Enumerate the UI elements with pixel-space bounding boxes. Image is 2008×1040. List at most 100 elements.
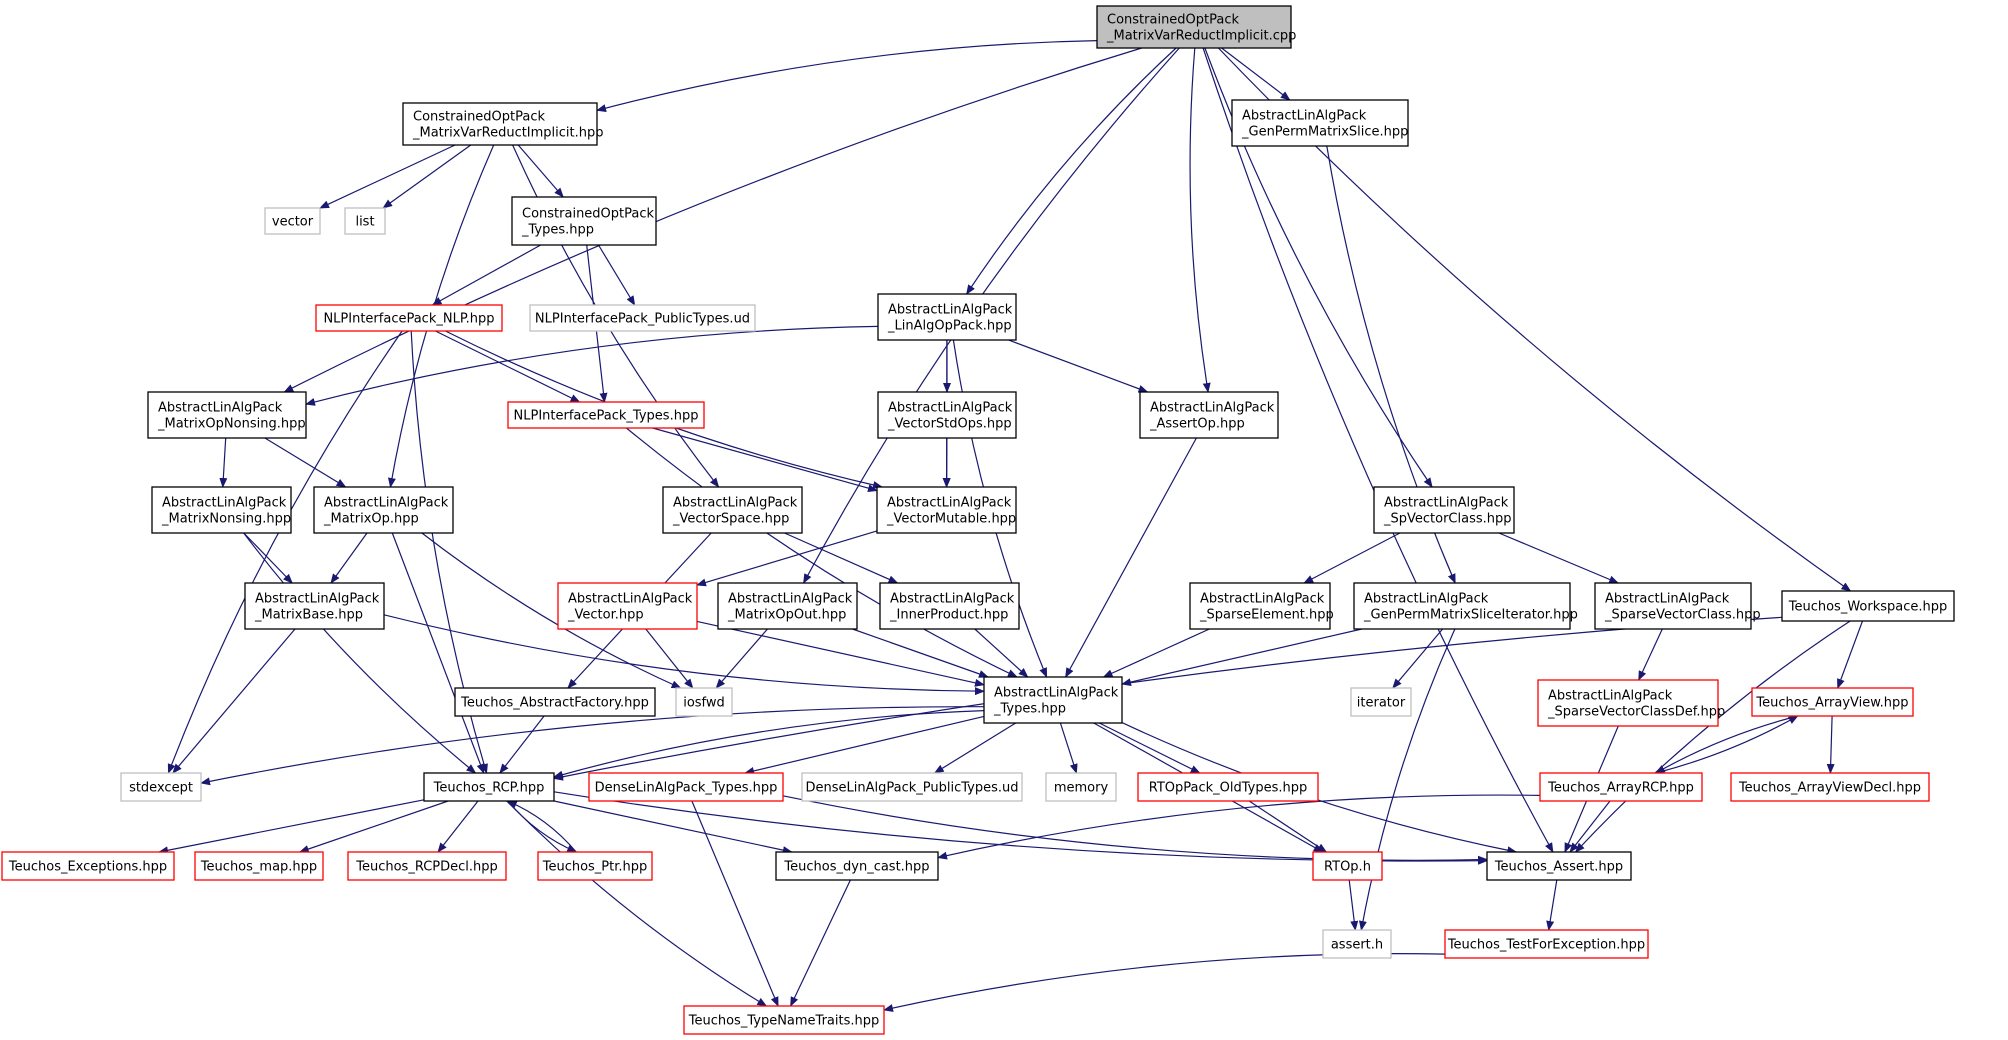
edge-root-to-teuchos_assert: [1202, 47, 1554, 853]
edge-nlp_nlp-to-nlp_types: [435, 330, 581, 403]
node-nlp_types[interactable]: NLPInterfacePack_Types.hpp: [507, 401, 705, 429]
node-ala_matopnonsing[interactable]: AbstractLinAlgPack_MatrixOpNonsing.hpp: [147, 391, 307, 439]
edge-dense_types-to-teuchos_assert: [782, 795, 1488, 864]
node-label: NLPInterfacePack_Types.hpp: [514, 409, 699, 424]
edge-teuchos_rcp-to-teuchos_assert: [553, 791, 1488, 865]
edge-nlp_nlp-to-stdexcept: [167, 330, 403, 774]
node-teuchos_typenametraits[interactable]: Teuchos_TypeNameTraits.hpp: [683, 1005, 885, 1035]
node-box: [1045, 772, 1117, 802]
node-ala_matbase[interactable]: AbstractLinAlgPack_MatrixBase.hpp: [244, 582, 385, 630]
node-box: [402, 102, 598, 146]
node-teuchos_map[interactable]: Teuchos_map.hpp: [194, 851, 324, 881]
edge-root-to-ala_spvecclass: [1204, 47, 1433, 488]
node-box: [344, 207, 386, 235]
edge-ala_matbase-to-stdexcept: [172, 628, 296, 774]
edge-teuchos_rcp-to-teuchos_dyncast: [553, 800, 793, 855]
node-teuchos_exceptions[interactable]: Teuchos_Exceptions.hpp: [1, 851, 175, 881]
node-teuchos_rcpdecl[interactable]: Teuchos_RCPDecl.hpp: [347, 851, 507, 881]
node-label: DenseLinAlgPack_Types.hpp: [595, 781, 778, 796]
node-stdexcept[interactable]: stdexcept: [120, 772, 202, 802]
node-label: _MatrixNonsing.hpp: [161, 512, 291, 527]
node-root[interactable]: ConstrainedOptPack_MatrixVarReductImplic…: [1096, 5, 1296, 49]
node-nlp_public_types[interactable]: NLPInterfacePack_PublicTypes.ud: [529, 304, 756, 332]
node-label: _MatrixOpOut.hpp: [727, 608, 846, 623]
node-rtop_oldtypes[interactable]: RTOpPack_OldTypes.hpp: [1137, 772, 1319, 802]
node-teuchos_testforexception[interactable]: Teuchos_TestForException.hpp: [1444, 929, 1649, 959]
node-iosfwd[interactable]: iosfwd: [675, 687, 733, 717]
node-iterator[interactable]: iterator: [1350, 687, 1412, 717]
edge-teuchos_rcp-to-teuchos_exceptions: [158, 799, 425, 855]
node-label: AbstractLinAlgPack: [1384, 496, 1509, 511]
node-box: [1322, 929, 1392, 959]
node-label: AbstractLinAlgPack: [888, 303, 1013, 318]
node-label: _Types.hpp: [993, 702, 1066, 717]
node-label: Teuchos_ArrayRCP.hpp: [1547, 781, 1694, 796]
node-teuchos_workspace[interactable]: Teuchos_Workspace.hpp: [1781, 590, 1955, 622]
node-label: NLPInterfacePack_NLP.hpp: [323, 312, 494, 327]
node-ala_matnonsing[interactable]: AbstractLinAlgPack_MatrixNonsing.hpp: [151, 486, 292, 534]
node-label: _SpVectorClass.hpp: [1383, 512, 1512, 527]
edge-ala_matopnonsing-to-ala_matop: [264, 437, 347, 488]
node-ala_genpermiter[interactable]: AbstractLinAlgPack_GenPermMatrixSliceIte…: [1353, 582, 1578, 630]
node-label: AbstractLinAlgPack: [1242, 109, 1367, 124]
node-label: Teuchos_TestForException.hpp: [1447, 938, 1645, 953]
edge-ala_innerprod-to-ala_types: [974, 628, 1029, 678]
node-dense_public_types[interactable]: DenseLinAlgPack_PublicTypes.ud: [801, 772, 1023, 802]
node-label: Teuchos_RCP.hpp: [433, 781, 545, 796]
node-teuchos_arrayview[interactable]: Teuchos_ArrayView.hpp: [1751, 687, 1914, 717]
node-teuchos_ptr[interactable]: Teuchos_Ptr.hpp: [537, 851, 653, 881]
node-ala_linalgop[interactable]: AbstractLinAlgPack_LinAlgOpPack.hpp: [877, 293, 1017, 341]
node-ala_spvecclass[interactable]: AbstractLinAlgPack_SpVectorClass.hpp: [1373, 486, 1515, 534]
node-ala_assertop[interactable]: AbstractLinAlgPack_AssertOp.hpp: [1139, 391, 1279, 439]
node-dense_types[interactable]: DenseLinAlgPack_Types.hpp: [588, 772, 784, 802]
node-teuchos_dyncast[interactable]: Teuchos_dyn_cast.hpp: [775, 851, 939, 881]
node-ala_vecmutable[interactable]: AbstractLinAlgPack_VectorMutable.hpp: [876, 486, 1017, 534]
node-ala_vecspace[interactable]: AbstractLinAlgPack_VectorSpace.hpp: [662, 486, 803, 534]
node-ala_types[interactable]: AbstractLinAlgPack_Types.hpp: [983, 676, 1123, 724]
node-rtop_h[interactable]: RTOp.h: [1312, 851, 1383, 881]
edge-teuchos_testforexception-to-teuchos_typenametraits: [883, 953, 1446, 1012]
node-ala_sparsevecclassdef[interactable]: AbstractLinAlgPack_SparseVectorClassDef.…: [1537, 679, 1725, 727]
edge-root-to-cop_mvri_hpp: [596, 40, 1098, 112]
node-label: AbstractLinAlgPack: [1364, 592, 1489, 607]
node-memory[interactable]: memory: [1045, 772, 1117, 802]
node-box: [454, 687, 656, 717]
node-assert_h[interactable]: assert.h: [1322, 929, 1392, 959]
node-list[interactable]: list: [344, 207, 386, 235]
edge-nlp_types-to-ala_vecmutable: [652, 427, 878, 493]
node-teuchos_arrayviewdecl[interactable]: Teuchos_ArrayViewDecl.hpp: [1730, 772, 1930, 802]
edge-ala_genpermiter-to-ala_types: [1121, 628, 1363, 686]
node-cop_mvri_hpp[interactable]: ConstrainedOptPack_MatrixVarReductImplic…: [402, 102, 604, 146]
node-teuchos_rcp[interactable]: Teuchos_RCP.hpp: [423, 772, 555, 802]
edge-teuchos_workspace-to-teuchos_arrayview: [1837, 620, 1864, 689]
node-ala_genperm[interactable]: AbstractLinAlgPack_GenPermMatrixSlice.hp…: [1231, 99, 1409, 147]
node-label: Teuchos_TypeNameTraits.hpp: [688, 1014, 880, 1029]
node-nlp_nlp[interactable]: NLPInterfacePack_NLP.hpp: [315, 304, 503, 332]
node-box: [1139, 391, 1279, 439]
node-ala_sparsevecclass[interactable]: AbstractLinAlgPack_SparseVectorClass.hpp: [1594, 582, 1761, 630]
node-ala_vecstdops[interactable]: AbstractLinAlgPack_VectorStdOps.hpp: [877, 391, 1017, 439]
node-ala_matop[interactable]: AbstractLinAlgPack_MatrixOp.hpp: [313, 486, 454, 534]
node-box: [1137, 772, 1319, 802]
node-box: [876, 486, 1017, 534]
node-label: Teuchos_Workspace.hpp: [1788, 600, 1948, 615]
node-ala_sparseelem[interactable]: AbstractLinAlgPack_SparseElement.hpp: [1189, 582, 1334, 630]
node-teuchos_abstractfactory[interactable]: Teuchos_AbstractFactory.hpp: [454, 687, 656, 717]
node-cop_types[interactable]: ConstrainedOptPack_Types.hpp: [511, 196, 657, 246]
node-vector[interactable]: vector: [264, 207, 321, 235]
node-ala_vector[interactable]: AbstractLinAlgPack_Vector.hpp: [557, 582, 698, 630]
node-label: Teuchos_Assert.hpp: [1494, 860, 1623, 875]
node-ala_matopout[interactable]: AbstractLinAlgPack_MatrixOpOut.hpp: [717, 582, 858, 630]
edge-teuchos_ptr-to-teuchos_rcp: [506, 800, 577, 853]
edge-cop_types-to-nlp_nlp: [431, 244, 541, 306]
node-teuchos_assert[interactable]: Teuchos_Assert.hpp: [1486, 851, 1632, 881]
edge-ala_genpermiter-to-assert_h: [1358, 628, 1456, 931]
node-label: Teuchos_dyn_cast.hpp: [783, 860, 929, 875]
node-label: AbstractLinAlgPack: [888, 401, 1013, 416]
edge-nlp_types-to-ala_types: [626, 427, 1018, 678]
node-teuchos_arrayrcp[interactable]: Teuchos_ArrayRCP.hpp: [1539, 772, 1703, 802]
node-label: Teuchos_RCPDecl.hpp: [355, 860, 498, 875]
node-ala_innerprod[interactable]: AbstractLinAlgPack_InnerProduct.hpp: [879, 582, 1020, 630]
node-label: RTOpPack_OldTypes.hpp: [1149, 781, 1308, 796]
